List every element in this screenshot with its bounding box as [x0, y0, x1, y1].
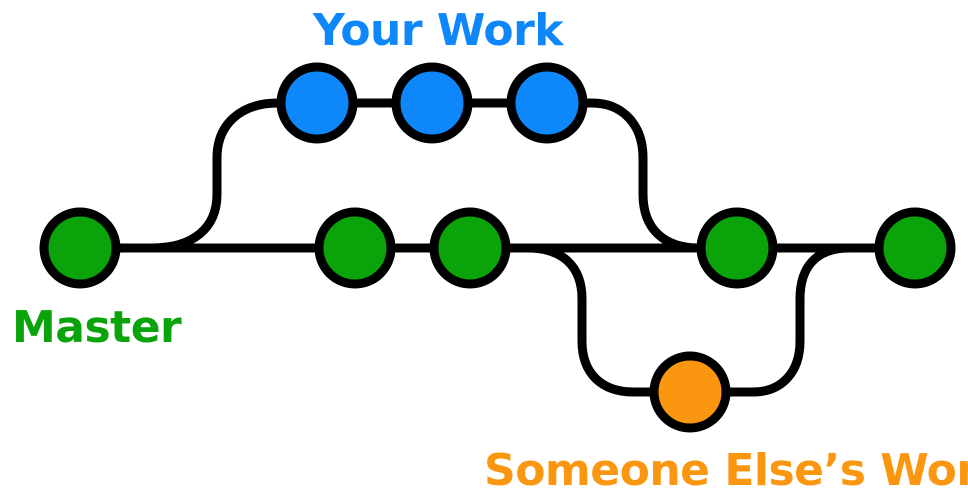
commit-node-your-work: [506, 62, 588, 144]
commit-node-your-work: [276, 62, 358, 144]
commit-nodes: [39, 62, 956, 433]
your-work-label: Your Work: [313, 5, 564, 56]
commit-node-someone-elses-work: [649, 351, 731, 433]
master-label: Master: [12, 302, 182, 353]
commit-node-master: [696, 207, 778, 289]
someone-elses-work-label: Someone Else’s Work: [484, 445, 968, 496]
commit-node-master: [39, 207, 121, 289]
commit-node-master: [874, 207, 956, 289]
commit-node-your-work: [391, 62, 473, 144]
commit-node-master: [429, 207, 511, 289]
commit-node-master: [314, 207, 396, 289]
